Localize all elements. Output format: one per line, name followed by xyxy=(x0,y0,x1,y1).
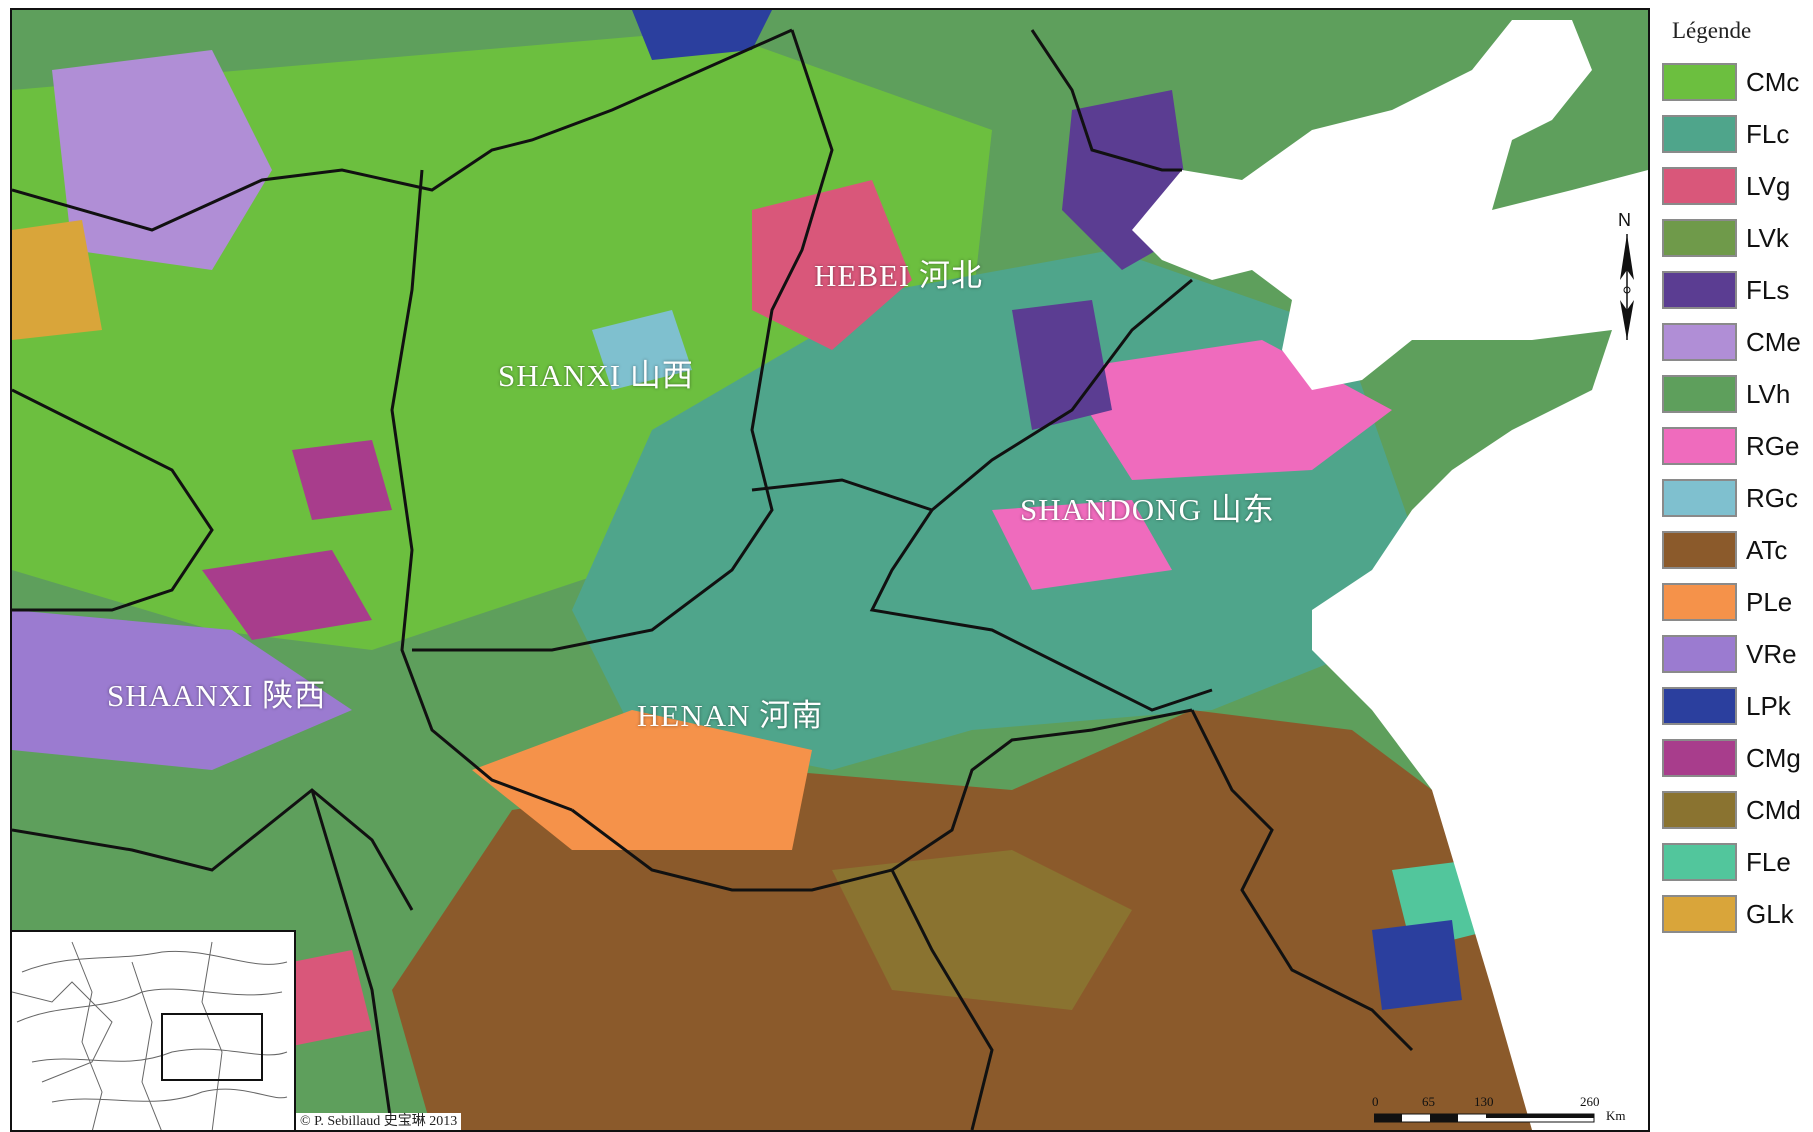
legend-swatch xyxy=(1662,687,1737,725)
legend-item-atc: ATc xyxy=(1662,531,1812,573)
north-label: N xyxy=(1618,210,1631,230)
legend-swatch xyxy=(1662,895,1737,933)
legend-item-flc: FLc xyxy=(1662,115,1812,157)
legend-item-fls: FLs xyxy=(1662,271,1812,313)
legend-item-lvg: LVg xyxy=(1662,167,1812,209)
province-label-hebei: HEBEI 河北 xyxy=(814,258,984,293)
province-label-shaanxi: SHAANXI 陕西 xyxy=(107,678,327,713)
legend-swatch xyxy=(1662,323,1737,361)
scale-tick-65: 65 xyxy=(1422,1094,1435,1109)
scale-unit: Km xyxy=(1606,1108,1626,1123)
legend-swatch xyxy=(1662,167,1737,205)
sea xyxy=(1132,20,1648,1130)
legend-code: FLe xyxy=(1746,847,1791,877)
soil-map-canvas xyxy=(12,10,1648,1130)
legend-code: RGc xyxy=(1746,483,1798,513)
soil-zone xyxy=(472,710,812,850)
legend-title: Légende xyxy=(1672,18,1752,43)
north-arrow-icon xyxy=(1620,234,1634,340)
scale-bar-graphic xyxy=(1374,1113,1595,1123)
legend-code: GLk xyxy=(1746,899,1794,929)
province-label-henan: HENAN 河南 xyxy=(637,698,824,733)
legend-code: CMg xyxy=(1746,743,1801,773)
legend-swatch xyxy=(1662,583,1737,621)
legend-swatch xyxy=(1662,271,1737,309)
legend-swatch xyxy=(1662,739,1737,777)
province-border xyxy=(869,509,1213,712)
province-label-shandong: SHANDONG 山东 xyxy=(1020,492,1275,527)
legend-code: RGe xyxy=(1746,431,1800,461)
province-border xyxy=(390,169,573,812)
legend-item-ple: PLe xyxy=(1662,583,1812,625)
province-border xyxy=(1190,709,1414,1052)
legend-item-glk: GLk xyxy=(1662,895,1812,937)
legend-swatch xyxy=(1662,791,1737,829)
province-border xyxy=(890,869,994,1130)
legend-item-lpk: LPk xyxy=(1662,687,1812,729)
locator-inset-map xyxy=(12,930,296,1130)
soil-zone xyxy=(292,440,392,520)
province-border xyxy=(1030,29,1182,172)
legend-item-lvk: LVk xyxy=(1662,219,1812,261)
legend-swatch xyxy=(1662,63,1737,101)
province-border xyxy=(12,788,414,911)
soil-zone xyxy=(632,10,772,60)
legend-swatch xyxy=(1662,531,1737,569)
locator-inset-outline xyxy=(12,941,288,1130)
soil-zone xyxy=(832,850,1132,1010)
legend-code: CMc xyxy=(1746,67,1800,97)
scale-bar: 0 65 130 260 Km xyxy=(1352,1094,1642,1130)
legend-item-fle: FLe xyxy=(1662,843,1812,885)
province-border xyxy=(12,28,793,232)
legend-item-rge: RGe xyxy=(1662,427,1812,469)
legend-swatch xyxy=(1662,635,1737,673)
soil-map[interactable]: HEBEI 河北 SHANXI 山西 SHANDONG 山东 SHAANXI 陕… xyxy=(10,8,1650,1132)
legend-swatch xyxy=(1662,479,1737,517)
soil-zone xyxy=(52,50,272,270)
legend-item-lvh: LVh xyxy=(1662,375,1812,417)
copyright-notice: © P. Sebillaud 史宝琳 2013 xyxy=(296,1113,462,1130)
soil-zone xyxy=(12,220,102,340)
legend-code: VRe xyxy=(1746,639,1797,669)
legend-swatch xyxy=(1662,843,1737,881)
legend-item-cmd: CMd xyxy=(1662,791,1812,833)
legend-swatch xyxy=(1662,219,1737,257)
legend-item-rgc: RGc xyxy=(1662,479,1812,521)
legend-item-cme: CMe xyxy=(1662,323,1812,365)
soil-zone xyxy=(12,610,352,770)
legend-code: ATc xyxy=(1746,535,1788,565)
soil-zone xyxy=(752,180,912,350)
legend-code: PLe xyxy=(1746,587,1793,617)
legend-swatch xyxy=(1662,115,1737,153)
legend-code: LVg xyxy=(1746,171,1791,201)
soil-zone xyxy=(992,500,1172,590)
soil-zone xyxy=(592,310,692,390)
scale-tick-260: 260 xyxy=(1580,1094,1600,1109)
legend-code: CMd xyxy=(1746,795,1801,825)
legend-code: FLs xyxy=(1746,275,1790,305)
scale-tick-130: 130 xyxy=(1474,1094,1494,1109)
legend-code: LVh xyxy=(1746,379,1791,409)
legend-code: LVk xyxy=(1746,223,1789,253)
legend-code: CMe xyxy=(1746,327,1801,357)
soil-zone xyxy=(1372,920,1462,1010)
province-border xyxy=(310,789,394,1130)
province-border xyxy=(751,278,1193,512)
province-border xyxy=(12,388,214,612)
legend-item-vre: VRe xyxy=(1662,635,1812,677)
soil-zone xyxy=(202,550,372,640)
legend-swatch xyxy=(1662,427,1737,465)
province-label-shanxi: SHANXI 山西 xyxy=(498,358,694,393)
legend-swatch xyxy=(1662,375,1737,413)
legend-code: FLc xyxy=(1746,119,1790,149)
legend-code: LPk xyxy=(1746,691,1791,721)
north-arrow: N xyxy=(1612,210,1642,345)
province-border xyxy=(571,708,1193,892)
province-border xyxy=(412,29,834,652)
soil-zone xyxy=(1012,300,1112,430)
legend-item-cmc: CMc xyxy=(1662,63,1812,105)
scale-tick-0: 0 xyxy=(1372,1094,1379,1109)
legend-item-cmg: CMg xyxy=(1662,739,1812,781)
